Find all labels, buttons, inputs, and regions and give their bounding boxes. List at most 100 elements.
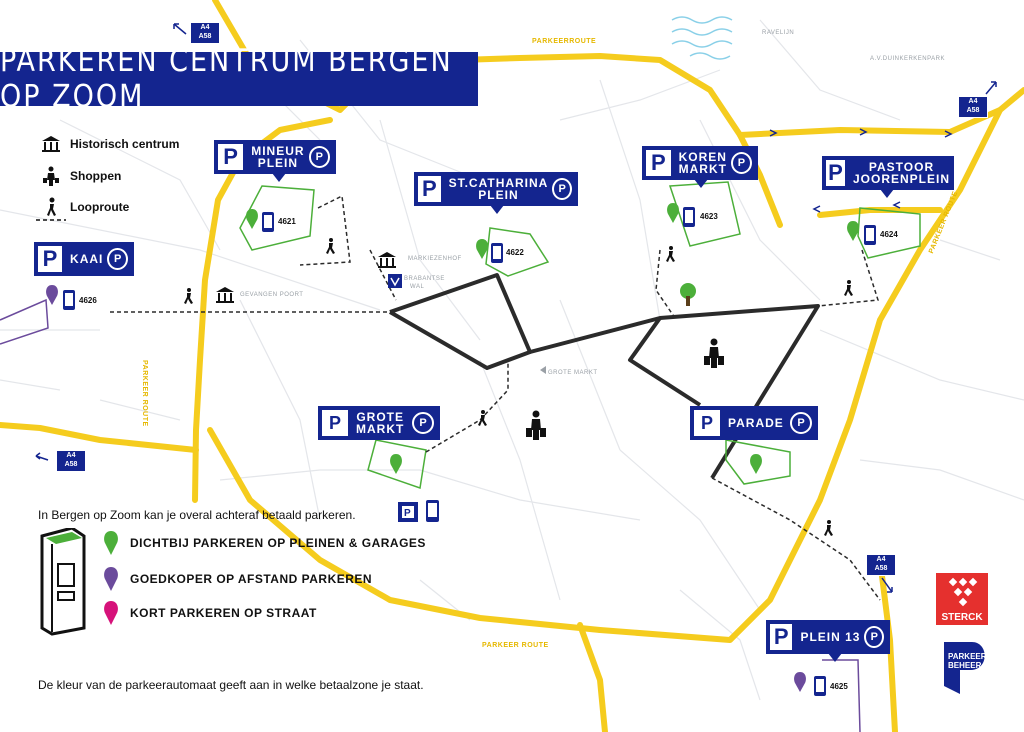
parking-name-plein13: PLEIN 13 bbox=[800, 630, 861, 644]
payment-icons: P bbox=[398, 500, 439, 522]
tree-icon bbox=[680, 283, 696, 306]
green-pin-icon bbox=[104, 531, 118, 555]
parkeerbeheer-logo: PARKEER BEHEER bbox=[938, 638, 990, 696]
purple-pin-icon bbox=[794, 672, 806, 692]
pay-later-icon: P bbox=[107, 248, 128, 270]
legend-looproute: Looproute bbox=[40, 197, 129, 217]
parking-garage-icon: P bbox=[322, 410, 348, 436]
zone-code-koren: 4623 bbox=[700, 212, 718, 221]
parking-name-parade: PARADE bbox=[728, 416, 784, 430]
phone-icon bbox=[63, 290, 75, 310]
label-pointer bbox=[694, 179, 708, 188]
pay-later-icon: P bbox=[864, 626, 884, 648]
purple-pin-icon bbox=[104, 567, 118, 591]
walking-routes bbox=[110, 194, 881, 601]
legend-looproute-label: Looproute bbox=[70, 200, 130, 214]
green-pin-icon bbox=[847, 221, 859, 241]
grote-markt-arrow bbox=[540, 366, 546, 374]
zone-green-label: DICHTBIJ PARKEREN OP PLEINEN & GARAGES bbox=[130, 536, 426, 550]
place-markiezenhof: MARKIEZENHOF bbox=[408, 256, 462, 262]
pay-later-icon: P bbox=[730, 152, 752, 174]
green-pin-icon bbox=[390, 454, 402, 474]
label-pointer bbox=[880, 189, 894, 198]
phone-icon bbox=[864, 225, 876, 245]
zone-code-catharina: 4622 bbox=[506, 248, 524, 257]
info-text: In Bergen op Zoom kan je overal achteraf… bbox=[38, 508, 356, 522]
place-grote-markt: GROTE MARKT bbox=[548, 370, 598, 376]
dashed-line-sample bbox=[36, 219, 66, 221]
water-waves bbox=[671, 16, 733, 60]
zone-pink-label: KORT PARKEREN OP STRAAT bbox=[130, 606, 317, 620]
sterck-logo: STERCK bbox=[936, 573, 988, 625]
pay-later-icon: P bbox=[412, 412, 434, 434]
legend-shoppen: Shoppen bbox=[40, 166, 121, 186]
pay-later-icon: P bbox=[308, 146, 330, 168]
monument-icon bbox=[40, 134, 62, 154]
route-label-top: PARKEERROUTE bbox=[532, 38, 597, 45]
parking-label-parade[interactable]: P PARADE P bbox=[690, 406, 818, 440]
zone-code-mineur: 4621 bbox=[278, 217, 296, 226]
map-title: PARKEREN CENTRUM BERGEN OP ZOOM bbox=[0, 43, 453, 115]
zone-pink: KORT PARKEREN OP STRAAT bbox=[102, 600, 317, 626]
route-label-bottom: PARKEER ROUTE bbox=[482, 642, 549, 649]
walker-icons bbox=[184, 238, 853, 536]
zone-code-pastoor: 4624 bbox=[880, 230, 898, 239]
zone-purple-label: GOEDKOPER OP AFSTAND PARKEREN bbox=[130, 572, 373, 586]
place-brabantse-1: BRABANTSE bbox=[404, 276, 445, 282]
legend-historisch-label: Historisch centrum bbox=[70, 137, 180, 151]
shopper-icon bbox=[40, 166, 62, 186]
legend-shoppen-label: Shoppen bbox=[70, 169, 122, 183]
green-pin-icon bbox=[246, 209, 258, 229]
parking-label-plein13[interactable]: P PLEIN 13 P bbox=[766, 620, 890, 662]
phone-icon bbox=[262, 212, 274, 232]
phone-icon bbox=[683, 207, 695, 227]
legend-historisch: Historisch centrum bbox=[40, 134, 179, 154]
parking-p-icon: P bbox=[646, 150, 671, 176]
purple-pin-icon bbox=[46, 285, 58, 305]
sterck-emblem bbox=[936, 573, 988, 611]
parking-meter-icon bbox=[40, 528, 86, 636]
brabantse-wal-badge bbox=[388, 274, 402, 288]
place-brabantse-2: WAL bbox=[410, 284, 425, 290]
pink-pin-icon bbox=[104, 601, 118, 625]
svg-text:P: P bbox=[404, 508, 411, 519]
title-banner: PARKEREN CENTRUM BERGEN OP ZOOM bbox=[0, 43, 478, 115]
place-gevangenpoort: GEVANGEN POORT bbox=[240, 292, 304, 298]
zone-purple: GOEDKOPER OP AFSTAND PARKEREN bbox=[102, 566, 372, 592]
parking-garage-icon: P bbox=[694, 410, 720, 436]
parking-p-icon: P bbox=[826, 160, 845, 186]
green-pin-icon bbox=[667, 203, 679, 223]
route-arrows bbox=[769, 128, 953, 213]
parking-p-icon: P bbox=[770, 624, 793, 650]
parkeerbeheer-emblem bbox=[944, 642, 985, 694]
shopper-icons bbox=[526, 338, 724, 440]
parking-p-icon: P bbox=[38, 246, 63, 272]
beheer-text: BEHEER bbox=[948, 661, 982, 670]
sterck-text: STERCK bbox=[936, 611, 988, 625]
phone-icon bbox=[814, 676, 826, 696]
historic-center-outline bbox=[389, 273, 820, 480]
green-pin-icon bbox=[750, 454, 762, 474]
sign-arrows bbox=[35, 23, 997, 593]
walker-icon bbox=[40, 197, 62, 217]
label-pointer bbox=[272, 173, 286, 182]
route-label-left: PARKEER ROUTE bbox=[141, 360, 148, 427]
green-pin-icon bbox=[476, 239, 488, 259]
monument-icons bbox=[216, 252, 396, 303]
parking-label-kaai[interactable]: P KAAI P bbox=[34, 242, 134, 276]
